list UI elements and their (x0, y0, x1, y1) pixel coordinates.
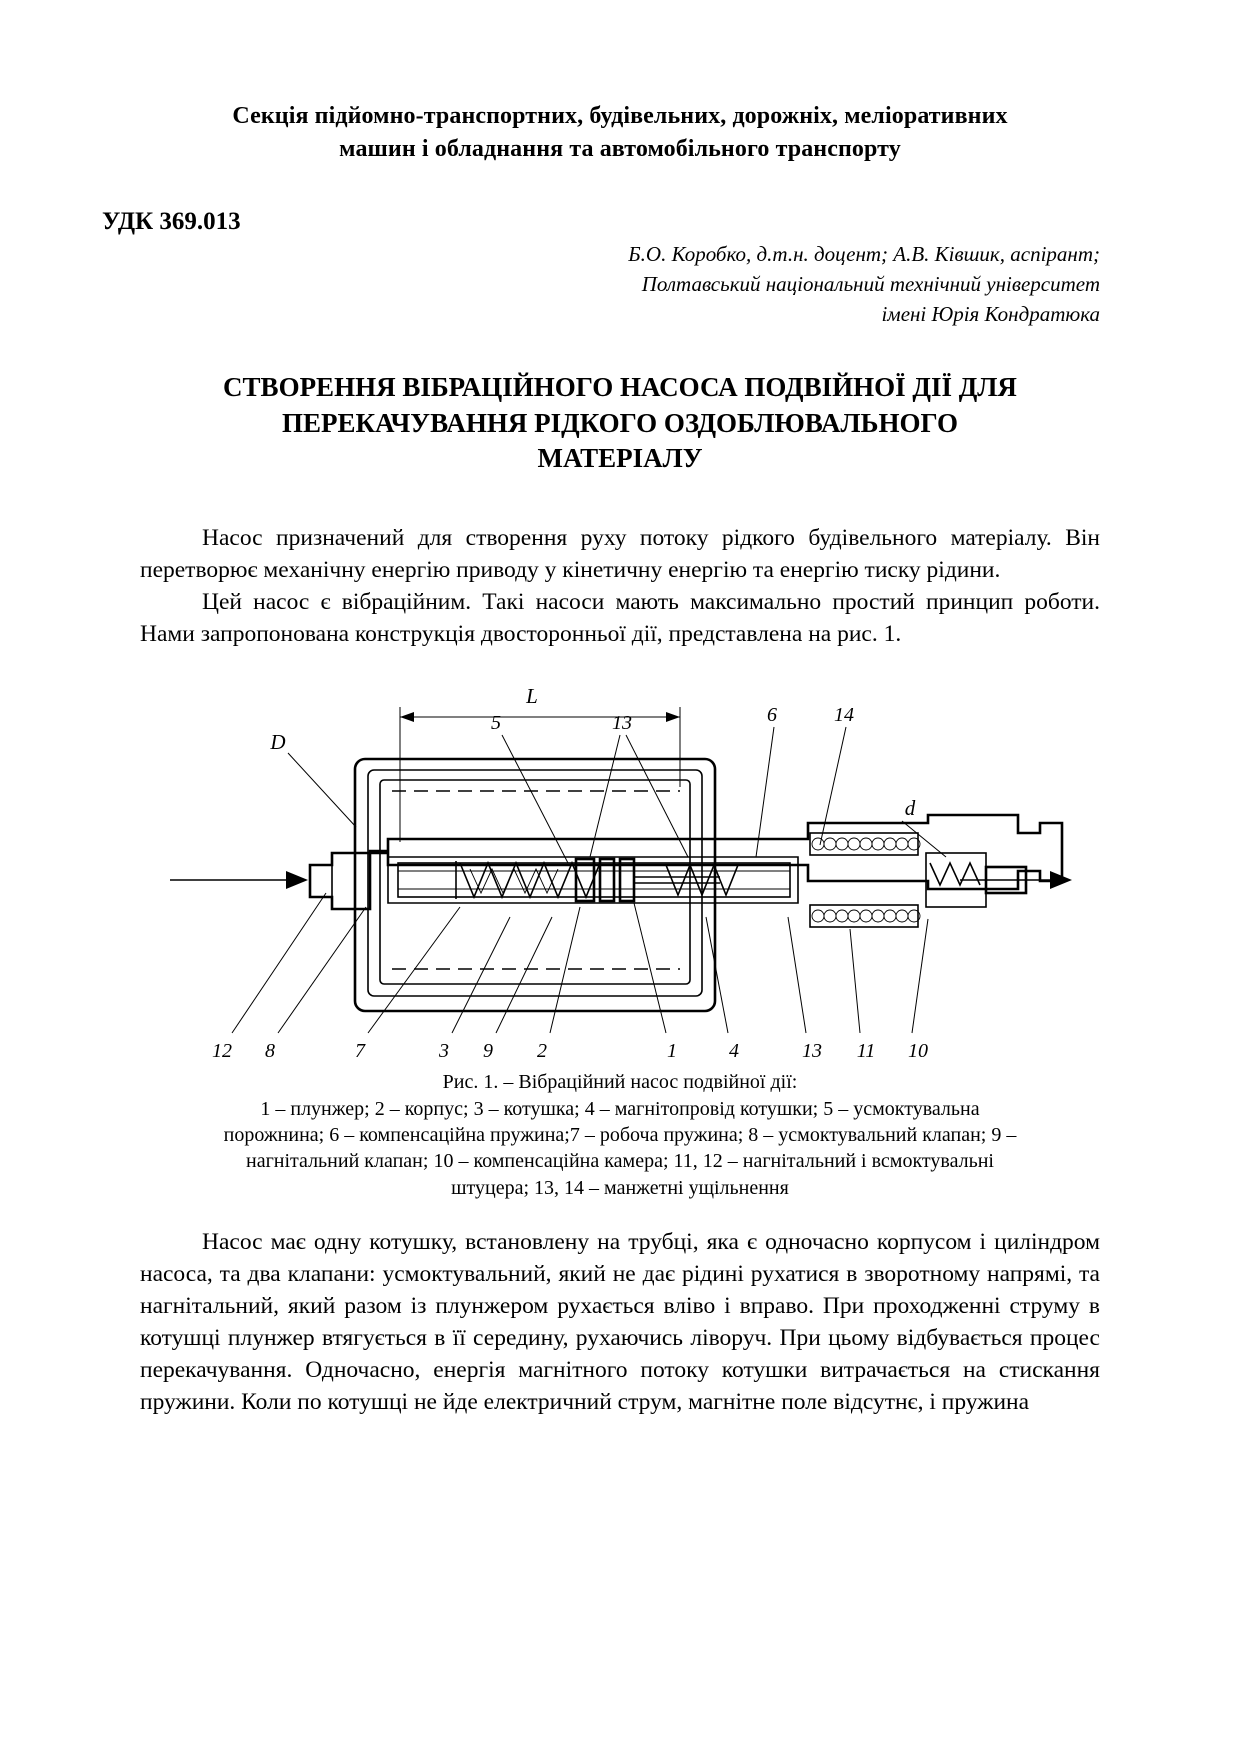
figure-legend-line-1: 1 – плунжер; 2 – корпус; 3 – котушка; 4 … (260, 1097, 980, 1120)
figure-legend-line-3: нагнітальний клапан; 10 – компенсаційна … (246, 1150, 994, 1173)
dimension-D: D (269, 730, 357, 828)
section-header-line-2: машин і обладнання та автомобільного тра… (339, 136, 901, 163)
magnetic-core-outline (353, 757, 717, 1013)
figure-1: L (140, 667, 1100, 1201)
callout-bottom-4: 4 (729, 1040, 739, 1062)
paragraph-1: Насос призначений для створення руху пот… (140, 525, 1100, 584)
pump-cross-section-drawing: L (170, 684, 1072, 1062)
dimension-L: L (399, 684, 681, 843)
figure-legend-line-4: штуцера; 13, 14 – манжетні ущільнення (451, 1176, 789, 1199)
inner-spring (469, 868, 559, 895)
dimension-label-D: D (269, 730, 285, 754)
author-names: Б.О. Коробко, д.т.н. доцент; А.В. Ківшик… (628, 242, 1100, 267)
figure-caption-title: Рис. 1. – Вібраційний насос подвійної ді… (442, 1071, 798, 1094)
page-title-line-2: ПЕРЕКАЧУВАННЯ РІДКОГО ОЗДОБЛЮВАЛЬНОГО (281, 407, 959, 438)
callout-bottom-13: 13 (802, 1040, 822, 1062)
page-title: СТВОРЕННЯ ВІБРАЦІЙНОГО НАСОСА ПОДВІЙНОЇ … (140, 370, 1100, 478)
dimension-label-d: d (905, 796, 916, 820)
plunger (574, 857, 720, 903)
dimension-d: d (901, 796, 947, 858)
section-header: Секція підйомно-транспортних, будівельни… (140, 100, 1100, 166)
callout-bottom-7: 7 (355, 1040, 366, 1062)
callout-bottom-2: 2 (537, 1040, 547, 1062)
callout-bottom-10: 10 (908, 1040, 928, 1062)
page-title-line-1: СТВОРЕННЯ ВІБРАЦІЙНОГО НАСОСА ПОДВІЙНОЇ … (223, 371, 1017, 402)
affiliation-line-1: Полтавський національний технічний уніве… (641, 272, 1100, 297)
compensation-chamber (925, 852, 1028, 908)
callout-bottom-1: 1 (667, 1040, 677, 1062)
callout-top-14: 14 (834, 704, 854, 726)
udk-code: УДК 369.013 (102, 208, 241, 236)
callout-bottom-12: 12 (212, 1040, 232, 1062)
author-block: Б.О. Коробко, д.т.н. доцент; А.В. Ківшик… (140, 240, 1100, 329)
page-title-line-3: МАТЕРІАЛУ (537, 443, 703, 474)
coil-windings (809, 832, 921, 928)
section-header-line-1: Секція підйомно-транспортних, будівельни… (232, 103, 1008, 129)
compensation-spring (665, 863, 739, 898)
dimension-label-L: L (525, 684, 538, 708)
callout-top-13: 13 (612, 712, 632, 734)
callout-top-6: 6 (767, 704, 777, 726)
paragraph-2: Цей насос є вібраційним. Такі насоси маю… (140, 589, 1100, 648)
callout-leaders-bottom (231, 892, 929, 1034)
figure-caption: Рис. 1. – Вібраційний насос подвійної ді… (140, 1069, 1100, 1201)
flow-arrow-inlet (170, 871, 308, 890)
callout-bottom-3: 3 (438, 1040, 449, 1062)
working-spring (455, 861, 601, 900)
pump-housing (368, 813, 1064, 904)
callout-leaders-top (501, 727, 847, 864)
callout-bottom-8: 8 (265, 1040, 275, 1062)
affiliation-line-2: імені Юрія Кондратюка (881, 301, 1100, 326)
paragraph-3: Насос має одну котушку, встановлену на т… (140, 1229, 1100, 1415)
callout-bottom-9: 9 (483, 1040, 493, 1062)
callout-bottom-11: 11 (857, 1040, 876, 1062)
callout-top-5: 5 (491, 712, 501, 734)
suction-nozzle (308, 851, 372, 911)
figure-legend-line-2: порожнина; 6 – компенсаційна пружина;7 –… (223, 1123, 1017, 1146)
